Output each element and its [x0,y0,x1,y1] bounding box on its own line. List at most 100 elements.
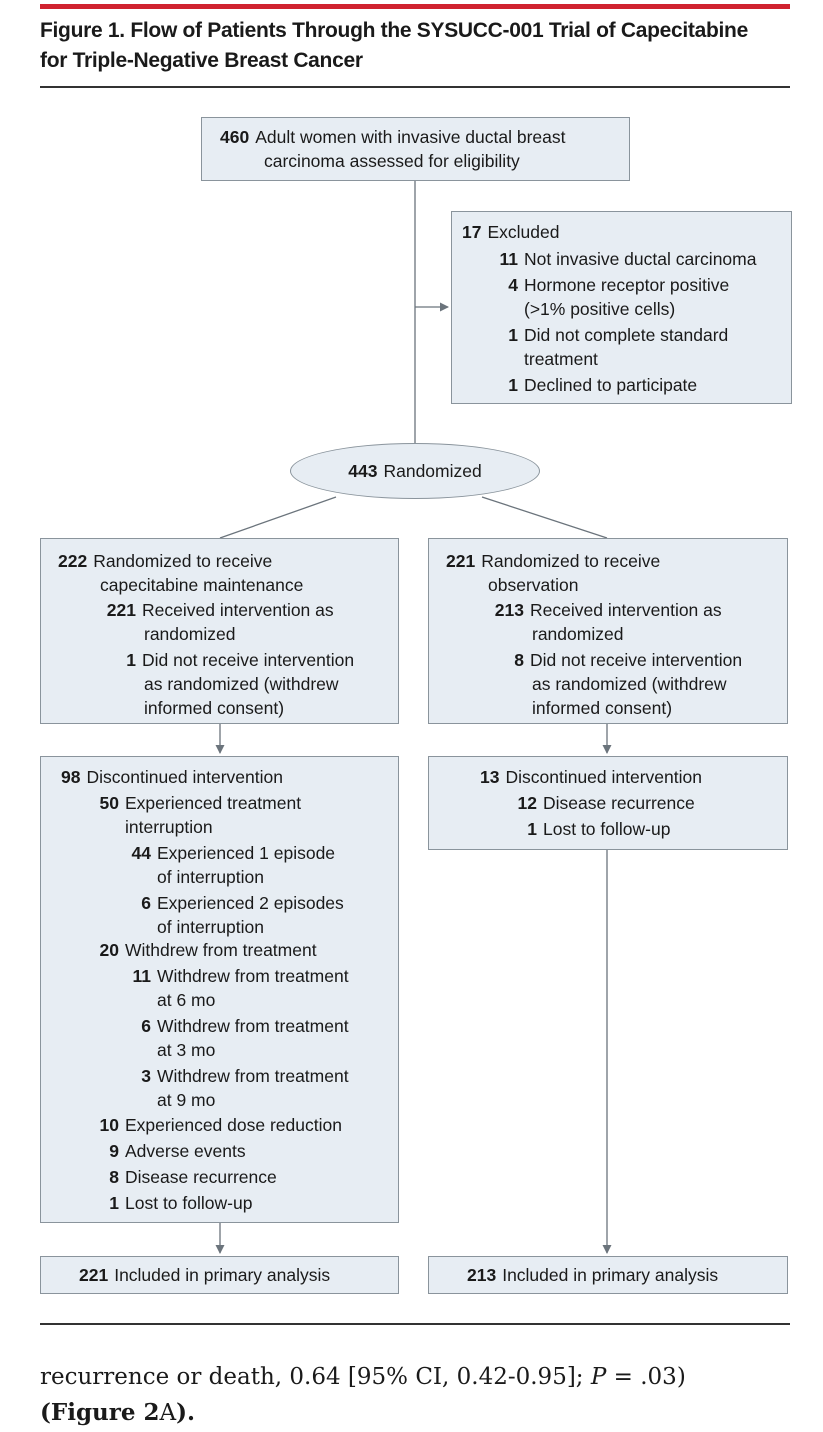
withdrew-3mo-count: 6 [141,1016,151,1036]
capecitabine-received-label-cont: randomized [144,624,236,644]
observation-lost-label: Lost to follow-up [543,819,671,839]
observation-not-received-label-cont: as randomized (withdrew [532,674,727,694]
withdrew-6mo-label: Withdrew from treatment [157,966,349,986]
adverse-events-label: Adverse events [125,1141,246,1161]
observation-arm-count: 221 [446,551,476,571]
withdrew-label: Withdrew from treatment [125,940,317,960]
withdrew-6mo-count: 11 [132,966,152,986]
randomized-count: 443 [348,461,378,481]
dose-reduction-label: Experienced dose reduction [125,1115,342,1135]
adverse-events-count: 9 [109,1141,119,1161]
figure-bottom-rule [40,1323,790,1325]
excluded-item-label: Not invasive ductal carcinoma [524,249,757,269]
body-line-2: (Figure 2A). [40,1395,810,1431]
capecitabine-arm-count: 222 [58,551,88,571]
observation-discontinued-label: Discontinued intervention [505,767,702,787]
capecitabine-arm-label-line-2: capecitabine maintenance [100,575,304,595]
excluded-item-label: Hormone receptor positive [524,275,730,295]
recurrence-count: 8 [109,1167,119,1187]
recurrence-label: Disease recurrence [125,1167,277,1187]
excluded-item-label: Did not complete standard [524,325,729,345]
capecitabine-received-label: Received intervention as [142,600,334,620]
body-line-1: recurrence or death, 0.64 [95% CI, 0.42-… [40,1360,810,1395]
capecitabine-not-received-label: Did not receive intervention [142,650,355,670]
interruption-label-cont: interruption [125,817,213,837]
assessed-label-line-1: Adult women with invasive ductal breast [255,127,566,147]
connector-randomized-to-capecitabine [219,496,337,539]
p-value: = .03) [606,1364,686,1390]
figure-title: Figure 1. Flow of Patients Through the S… [40,16,800,76]
withdrew-9mo-label: Withdrew from treatment [157,1066,349,1086]
withdrew-3mo-label: Withdrew from treatment [157,1016,349,1036]
withdrew-6mo-label-cont: at 6 mo [157,990,216,1010]
capecitabine-discontinued-count: 98 [61,767,81,787]
capecitabine-received-count: 221 [106,600,136,620]
flow-connectors [215,181,612,1254]
observation-received-label: Received intervention as [530,600,722,620]
excluded-item-count: 4 [508,275,518,295]
two-episodes-count: 6 [141,893,151,913]
dose-reduction-count: 10 [99,1115,119,1135]
observation-not-received-label: Did not receive intervention [530,650,743,670]
withdrew-3mo-label-cont: at 3 mo [157,1040,216,1060]
interruption-label: Experienced treatment [125,793,302,813]
withdrew-9mo-count: 3 [141,1066,151,1086]
observation-lost-count: 1 [527,819,537,839]
excluded-count: 17 [462,222,482,242]
one-episode-label: Experienced 1 episode [157,843,336,863]
capecitabine-arm-label-line-1: Randomized to receive [93,551,273,571]
excluded-label: Excluded [487,222,560,242]
one-episode-count: 44 [131,843,151,863]
observation-arm-label-line-1: Randomized to receive [481,551,661,571]
title-accent-rule [40,4,790,9]
assessed-count: 460 [220,127,250,147]
body-paragraph: recurrence or death, 0.64 [95% CI, 0.42-… [40,1360,810,1431]
withdrew-count: 20 [99,940,119,960]
figure-title-line-1: Figure 1. Flow of Patients Through the S… [40,19,748,42]
observation-received-label-cont: randomized [532,624,624,644]
withdrew-9mo-label-cont: at 9 mo [157,1090,216,1110]
observation-received-count: 213 [494,600,524,620]
capecitabine-not-received-label-cont: as randomized (withdrew [144,674,339,694]
excluded-item-count: 1 [508,375,518,395]
capecitabine-discontinued-label: Discontinued intervention [86,767,283,787]
excluded-item-count: 11 [499,249,519,269]
capecitabine-not-received-count: 1 [126,650,136,670]
two-episodes-label-cont: of interruption [157,917,265,937]
capecitabine-analysis-count: 221 [79,1265,109,1285]
observation-recurrence-count: 12 [517,793,537,813]
capecitabine-analysis-label: Included in primary analysis [114,1265,331,1285]
two-episodes-label: Experienced 2 episodes [157,893,344,913]
observation-recurrence-label: Disease recurrence [543,793,695,813]
observation-discontinued-count: 13 [480,767,500,787]
observation-not-received-label-cont: informed consent) [532,698,673,718]
observation-analysis-label: Included in primary analysis [502,1265,719,1285]
excluded-item-label: Declined to participate [524,375,698,395]
paren-open: ( [40,1399,51,1426]
observation-analysis-count: 213 [467,1265,497,1285]
observation-not-received-count: 8 [514,650,524,670]
capecitabine-not-received-label-cont: informed consent) [144,698,285,718]
randomized-label: Randomized [383,461,482,481]
figure-2-link[interactable]: Figure 2 [50,1399,160,1426]
lost-followup-label: Lost to follow-up [125,1193,253,1213]
paren-close: ). [176,1399,196,1426]
excluded-item-label-cont: treatment [524,349,598,369]
figure-title-line-2: for Triple-Negative Breast Cancer [40,49,363,72]
title-rule [40,86,790,88]
p-symbol: P [590,1364,607,1390]
excluded-item-count: 1 [508,325,518,345]
connector-randomized-to-observation [481,496,608,539]
observation-arm-label-line-2: observation [488,575,579,595]
body-text-result: recurrence or death, 0.64 [95% CI, 0.42-… [40,1364,591,1390]
figure-panel: A [159,1400,177,1426]
